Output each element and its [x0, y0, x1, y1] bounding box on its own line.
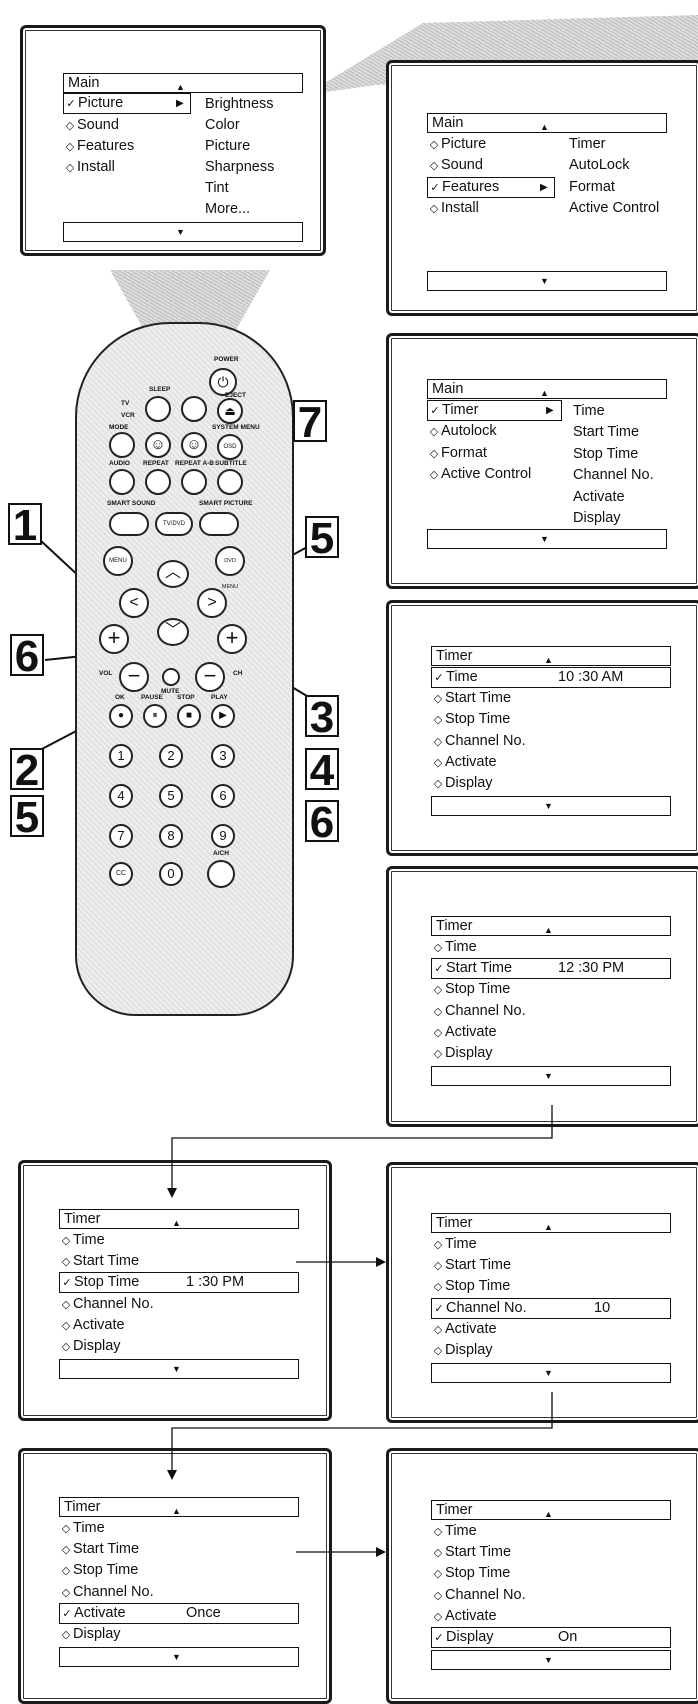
- arrowhead-icon: [376, 1257, 386, 1267]
- callout-step-5b: 5: [10, 795, 44, 837]
- system-menu-label: SYSTEM MENU: [212, 424, 260, 431]
- digit-4-button[interactable]: 4: [109, 784, 133, 808]
- callout-step-7: 7: [293, 400, 327, 442]
- arrow-7-to-8: [172, 1392, 552, 1472]
- repeat-ab-button[interactable]: [181, 469, 207, 495]
- menu-button[interactable]: MENU: [103, 546, 133, 576]
- digit-label: 1: [117, 748, 124, 763]
- up-cursor-button[interactable]: ︿: [157, 560, 189, 588]
- digit-8-button[interactable]: 8: [159, 824, 183, 848]
- subtitle-label: SUBTITLE: [215, 460, 247, 467]
- stop-label: STOP: [177, 694, 195, 701]
- repeat-button[interactable]: [145, 469, 171, 495]
- mute-button[interactable]: [162, 668, 180, 686]
- osd-button[interactable]: OSD: [217, 434, 243, 460]
- digit-7-button[interactable]: 7: [109, 824, 133, 848]
- power-label: POWER: [214, 356, 239, 363]
- tvdvd-button[interactable]: TV/DVD: [155, 512, 193, 536]
- subtitle-button[interactable]: [217, 469, 243, 495]
- callout-step-6b: 6: [305, 800, 339, 842]
- menu-label: MENU: [109, 558, 127, 564]
- osd-label: OSD: [223, 444, 236, 450]
- sleep-button[interactable]: [145, 396, 171, 422]
- digit-1-button[interactable]: 1: [109, 744, 133, 768]
- play-label: PLAY: [211, 694, 228, 701]
- right-cursor-button[interactable]: >: [197, 588, 227, 618]
- remote-control: POWER ⏻ SLEEP EJECT TV VCR ⏏ MODE SYSTEM…: [75, 322, 294, 1016]
- digit-label: 4: [117, 788, 124, 803]
- digit-label: 6: [219, 788, 226, 803]
- sleep-label: SLEEP: [149, 386, 170, 393]
- pause-label: PAUSE: [141, 694, 163, 701]
- aspect-button[interactable]: [181, 396, 207, 422]
- vol-label: VOL: [99, 670, 112, 677]
- digit-9-button[interactable]: 9: [211, 824, 235, 848]
- digit-label: 3: [219, 748, 226, 763]
- callout-step-1: 1: [8, 503, 42, 545]
- tvdvd-label: TV/DVD: [163, 521, 185, 527]
- audio-button[interactable]: [109, 469, 135, 495]
- digit-2-button[interactable]: 2: [159, 744, 183, 768]
- smiley-button-1[interactable]: ☺: [145, 432, 171, 458]
- arrow-5-to-6: [172, 1105, 552, 1190]
- vcr-label: VCR: [121, 412, 135, 419]
- digit-0-button[interactable]: 0: [159, 862, 183, 886]
- dvd-menu-button[interactable]: DVD MENU: [215, 546, 245, 576]
- callout-step-6: 6: [10, 634, 44, 676]
- digit-6-button[interactable]: 6: [211, 784, 235, 808]
- pause-button[interactable]: ⏸: [143, 704, 167, 728]
- smart-sound-button[interactable]: [109, 512, 149, 536]
- arrowhead-icon: [167, 1188, 177, 1198]
- mode-label: MODE: [109, 424, 129, 431]
- vol-down-button[interactable]: −: [119, 662, 149, 692]
- smiley-button-2[interactable]: ☺: [181, 432, 207, 458]
- audio-label: AUDIO: [109, 460, 130, 467]
- play-button[interactable]: ▶: [211, 704, 235, 728]
- arrowhead-icon: [167, 1470, 177, 1480]
- callout-step-3: 3: [305, 695, 339, 737]
- repeat-ab-label: REPEAT A-B: [175, 460, 214, 467]
- callout-step-4: 4: [305, 748, 339, 790]
- ch-down-button[interactable]: −: [195, 662, 225, 692]
- digit-label: CC: [116, 870, 126, 877]
- tv-label: TV: [121, 400, 129, 407]
- ok-label: OK: [115, 694, 125, 701]
- cc-button[interactable]: CC: [109, 862, 133, 886]
- smart-sound-label: SMART SOUND: [107, 500, 155, 507]
- digit-3-button[interactable]: 3: [211, 744, 235, 768]
- vol-up-button[interactable]: +: [99, 624, 129, 654]
- ach-button[interactable]: [207, 860, 235, 888]
- smart-picture-button[interactable]: [199, 512, 239, 536]
- stop-button[interactable]: ■: [177, 704, 201, 728]
- down-cursor-button[interactable]: ﹀: [157, 618, 189, 646]
- ch-label: CH: [233, 670, 242, 677]
- digit-label: 2: [167, 748, 174, 763]
- digit-label: 7: [117, 828, 124, 843]
- smart-picture-label: SMART PICTURE: [199, 500, 252, 507]
- digit-label: 5: [167, 788, 174, 803]
- arrowhead-icon: [376, 1547, 386, 1557]
- dvd-menu-label: DVD MENU: [222, 558, 238, 590]
- callout-step-5: 5: [305, 516, 339, 558]
- digit-label: 0: [167, 866, 174, 881]
- digit-label: 8: [167, 828, 174, 843]
- ok-button[interactable]: ●: [109, 704, 133, 728]
- repeat-label: REPEAT: [143, 460, 169, 467]
- callout-step-2: 2: [10, 748, 44, 790]
- ach-label: A/CH: [213, 850, 229, 857]
- digit-5-button[interactable]: 5: [159, 784, 183, 808]
- eject-button[interactable]: ⏏: [217, 398, 243, 424]
- digit-label: 9: [219, 828, 226, 843]
- mode-button[interactable]: [109, 432, 135, 458]
- ch-up-button[interactable]: +: [217, 624, 247, 654]
- left-cursor-button[interactable]: <: [119, 588, 149, 618]
